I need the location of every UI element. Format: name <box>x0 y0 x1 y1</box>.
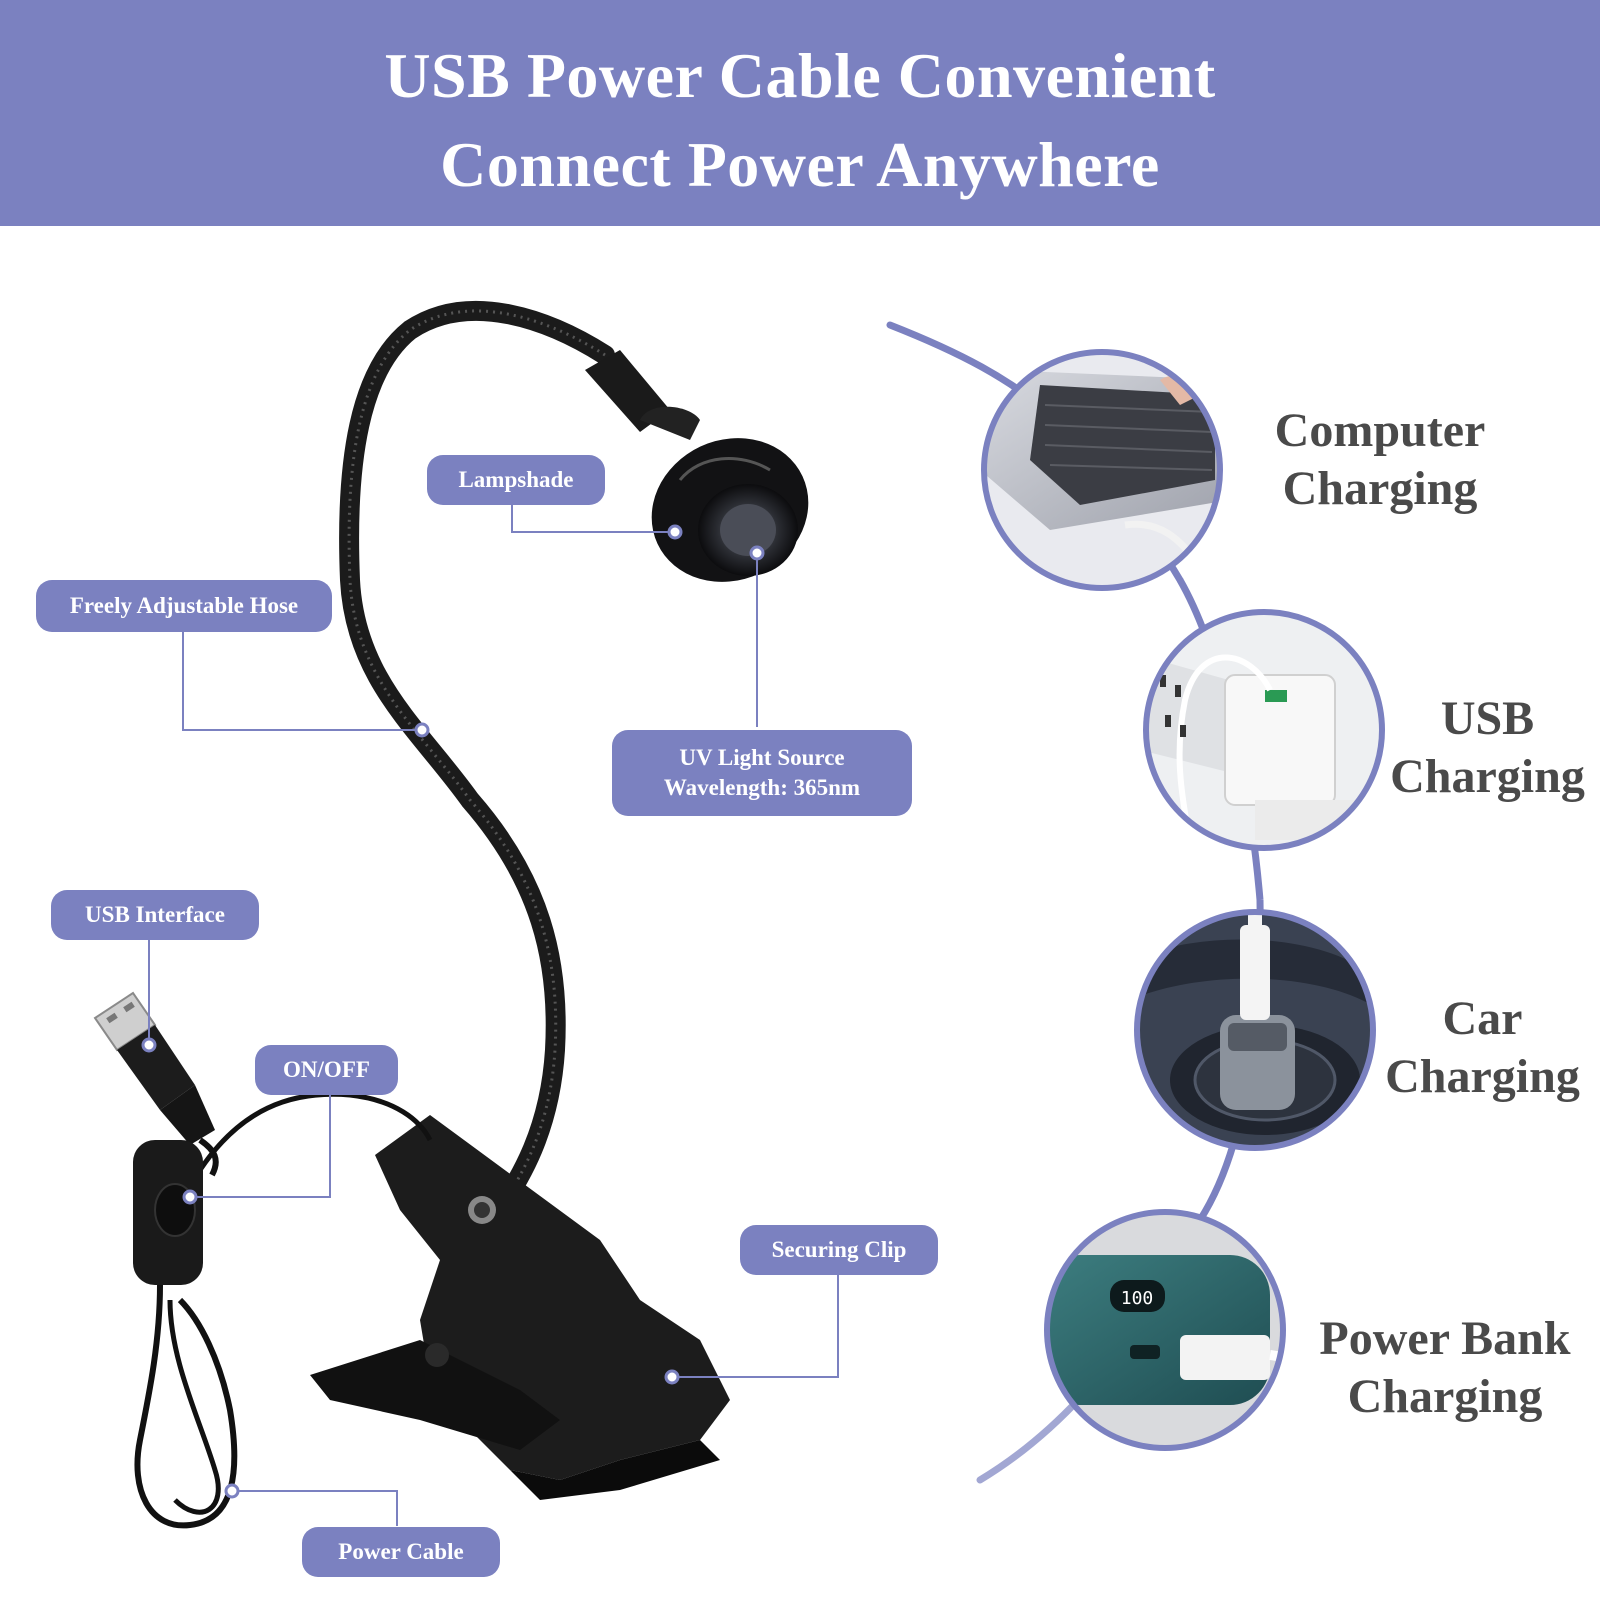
securing-clip-body <box>310 1115 730 1500</box>
label-lampshade: Lampshade <box>427 455 605 505</box>
caption-power-bank-charging: Power Bank Charging <box>1319 1312 1571 1423</box>
usb-adapter-icon <box>1143 609 1385 851</box>
title-line-2: Connect Power Anywhere <box>440 129 1160 200</box>
title-line-1: USB Power Cable Convenient <box>384 40 1216 111</box>
label-on-off: ON/OFF <box>255 1045 398 1095</box>
label-uv-light-source: UV Light Source Wavelength: 365nm <box>612 730 912 816</box>
callout-dots <box>141 524 765 1499</box>
caption-usb-charging: USB Charging <box>1390 692 1585 803</box>
power-bank-display: 100 <box>1121 1288 1154 1309</box>
lamp-head <box>585 350 809 582</box>
label-usb-interface: USB Interface <box>51 890 259 940</box>
caption-computer-charging: Computer Charging <box>1274 404 1486 515</box>
on-off-switch <box>133 1140 203 1285</box>
car-charger-icon <box>1134 909 1376 1151</box>
header-banner: USB Power Cable Convenient Connect Power… <box>0 0 1600 226</box>
callout-lines <box>148 497 839 1526</box>
power-cable <box>134 1091 433 1529</box>
laptop-icon <box>981 349 1223 591</box>
gooseneck-hose <box>339 300 615 1225</box>
label-securing-clip: Securing Clip <box>740 1225 938 1275</box>
usb-plug <box>93 991 215 1145</box>
power-bank-icon: 100 <box>1044 1209 1286 1451</box>
caption-car-charging: Car Charging <box>1385 992 1580 1103</box>
label-hose: Freely Adjustable Hose <box>36 580 332 632</box>
label-power-cable: Power Cable <box>302 1527 500 1577</box>
